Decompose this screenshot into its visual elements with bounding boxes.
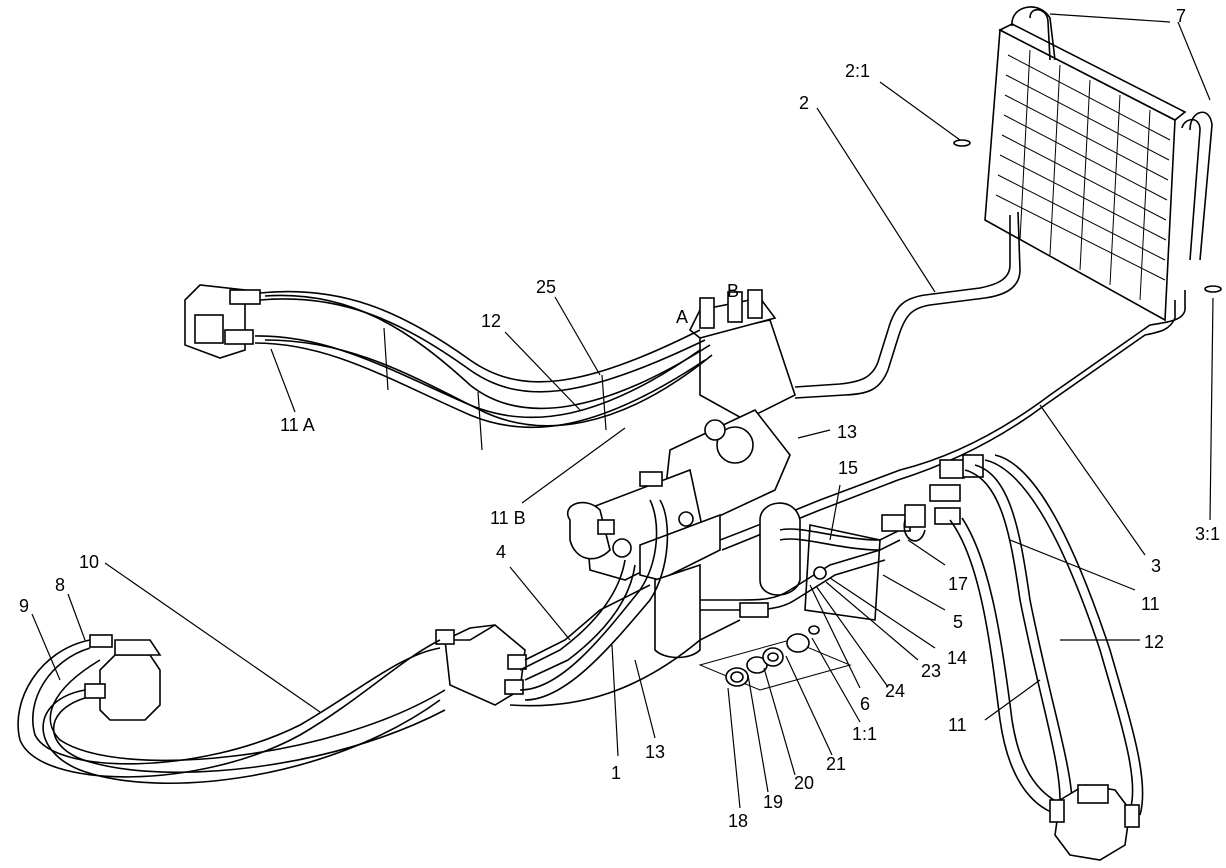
- callout-19: 19: [763, 792, 783, 812]
- callout-12-top: 12: [481, 311, 501, 331]
- callout-17: 17: [948, 574, 968, 594]
- callout-5: 5: [953, 612, 963, 632]
- callout-11-right: 11: [1141, 594, 1160, 614]
- callout-3-1: 3:1: [1195, 524, 1220, 544]
- callout-9: 9: [19, 596, 29, 616]
- upper-left-hoses: [254, 290, 713, 451]
- callout-3: 3: [1151, 556, 1161, 576]
- callout-20: 20: [794, 773, 814, 793]
- upper-left-motor: [184, 284, 261, 359]
- tube-5: [700, 549, 886, 618]
- callout-23: 23: [921, 661, 941, 681]
- callout-2-1: 2:1: [845, 61, 870, 81]
- callout-1: 1: [611, 763, 621, 783]
- left-motor: [84, 634, 162, 721]
- callout-7: 7: [1176, 6, 1186, 26]
- callout-24: 24: [885, 681, 905, 701]
- fitting-kit: [698, 625, 852, 691]
- o-ring-3-1: [1204, 285, 1222, 293]
- callout-4: 4: [496, 542, 506, 562]
- callout-A: A: [676, 307, 688, 327]
- callout-14: 14: [947, 648, 967, 668]
- callout-2: 2: [799, 93, 809, 113]
- callout-12-right: 12: [1144, 632, 1164, 652]
- hose-15: [779, 528, 901, 551]
- callout-B: B: [727, 281, 739, 301]
- callout-13-top: 13: [837, 422, 857, 442]
- callout-10: 10: [79, 552, 99, 572]
- left-hoses: [17, 499, 741, 785]
- o-ring-2-1: [953, 139, 971, 147]
- callout-11B: 11 B: [490, 508, 526, 528]
- callout-18: 18: [728, 811, 748, 831]
- callout-11A: 11 A: [280, 415, 315, 435]
- right-hoses: [949, 454, 1144, 816]
- callout-labels: 7 2:1 2 25 B A 12 11 A 13 15 11 B 4 17 5…: [19, 6, 1220, 831]
- leader-lines: [31, 13, 1214, 809]
- callout-11-lower: 11: [948, 715, 967, 735]
- oil-cooler: [984, 6, 1213, 322]
- left-manifold: [435, 624, 527, 706]
- fittings-17: [881, 454, 984, 542]
- callout-1-1: 1:1: [852, 724, 877, 744]
- callout-13-bottom: 13: [645, 742, 665, 762]
- right-motor: [1049, 784, 1140, 861]
- callout-25: 25: [536, 277, 556, 297]
- callout-21: 21: [826, 754, 846, 774]
- callout-6: 6: [860, 694, 870, 714]
- callout-15: 15: [838, 458, 858, 478]
- tube-2: [794, 211, 1021, 399]
- callout-8: 8: [55, 575, 65, 595]
